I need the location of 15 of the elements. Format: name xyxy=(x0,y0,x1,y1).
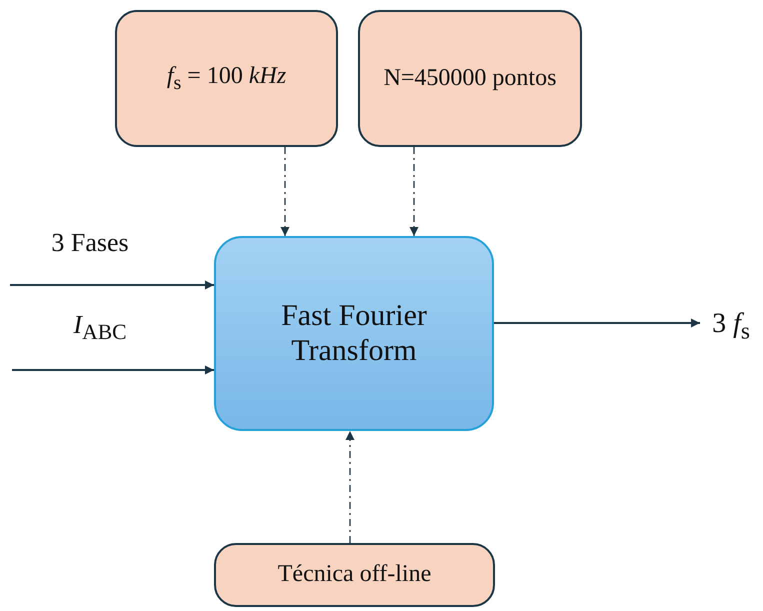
arrow xyxy=(12,366,214,374)
arrow xyxy=(346,431,354,543)
box-text: f$_{s}$ = 100 kHz xyxy=(166,62,286,94)
arrow xyxy=(280,147,290,236)
parameter-box xyxy=(358,10,582,147)
parameter-box xyxy=(115,10,338,147)
arrow xyxy=(10,280,214,290)
arrow xyxy=(494,318,700,328)
box-text: Técnica off-line xyxy=(278,561,432,589)
box-text: N=450000 pontos xyxy=(384,64,556,92)
box-text: 3 f$_{s}$ xyxy=(712,308,750,346)
parameter-box xyxy=(214,543,495,607)
box-text: Fast Fourier Transform xyxy=(280,299,428,368)
arrow xyxy=(410,147,418,236)
process-box xyxy=(214,236,494,431)
